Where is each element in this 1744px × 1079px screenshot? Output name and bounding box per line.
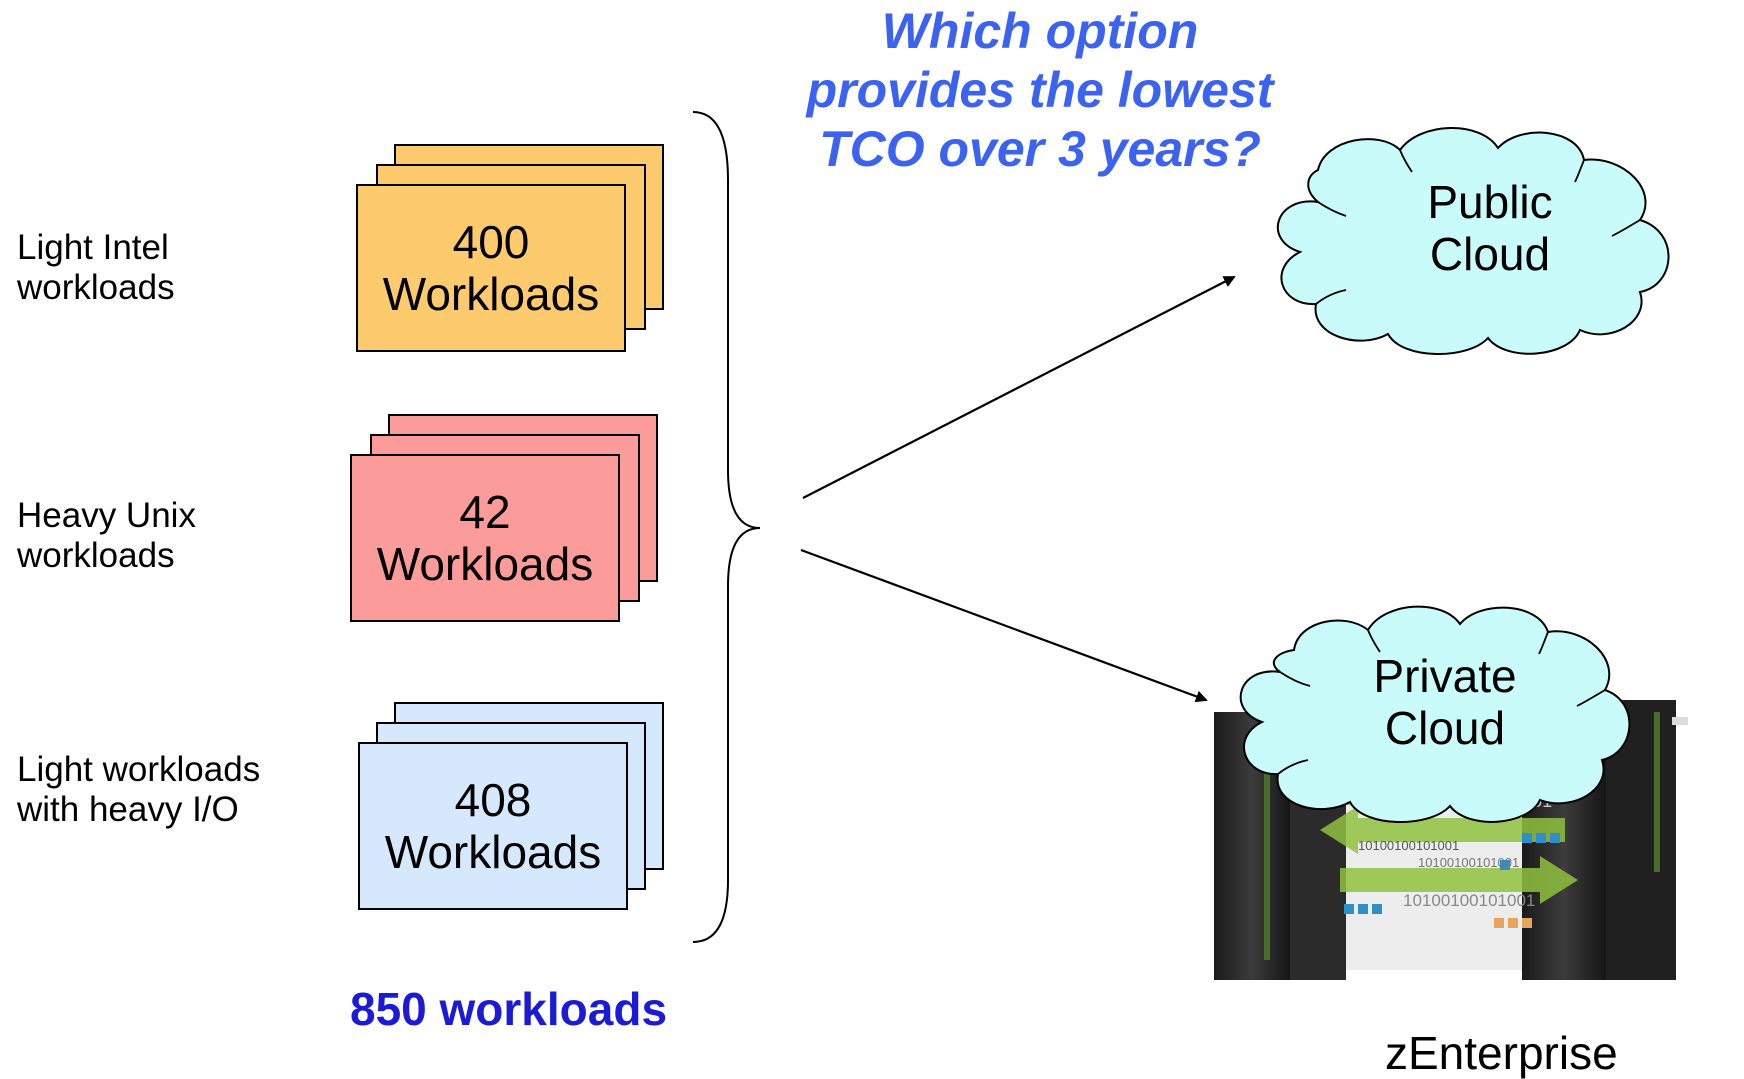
private-cloud-shape xyxy=(1239,605,1631,823)
public-cloud-label: Public Cloud xyxy=(1427,176,1553,280)
arrow-to-public-cloud xyxy=(802,276,1236,499)
binary-stream-3: 10100100101001 xyxy=(1418,855,1519,870)
group-label-intel: Light Intel workloads xyxy=(17,228,175,307)
card-front xyxy=(356,184,626,352)
arrow-to-private-cloud xyxy=(800,548,1208,703)
private-cloud-inner-curves xyxy=(1277,629,1606,775)
public-cloud-shape xyxy=(1276,127,1670,355)
question-heading: Which option provides the lowest TCO ove… xyxy=(806,3,1274,177)
binary-stream-2: 10100100101001 xyxy=(1358,838,1459,853)
binary-stream-4: 10100100101001 xyxy=(1403,891,1535,910)
zenterprise-caption: zEnterprise xyxy=(1385,1027,1618,1079)
group-label-unix: Heavy Unix workloads xyxy=(17,496,196,575)
group-label-io: Light workloads with heavy I/O xyxy=(17,750,261,829)
private-cloud-label: Private Cloud xyxy=(1373,650,1517,754)
grouping-brace xyxy=(692,111,761,943)
total-workloads: 850 workloads xyxy=(350,983,668,1035)
card-front xyxy=(358,742,628,910)
card-front xyxy=(350,454,620,622)
public-cloud-inner-curves xyxy=(1315,149,1641,305)
